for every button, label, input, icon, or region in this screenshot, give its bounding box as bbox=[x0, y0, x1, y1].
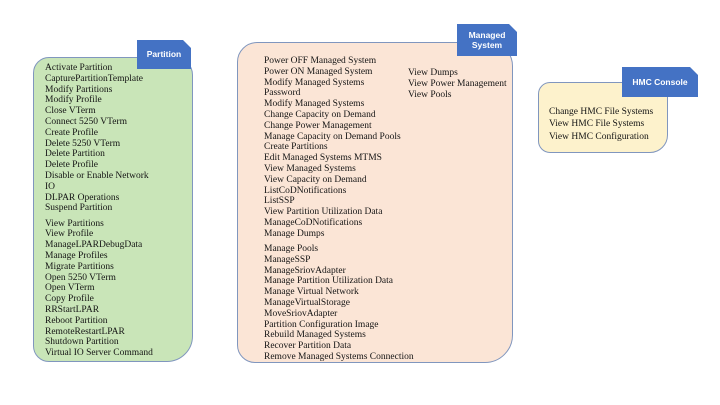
command-item: Connect 5250 VTerm bbox=[45, 116, 128, 127]
command-item: View Dumps bbox=[408, 68, 458, 78]
command-item: Modify Managed Systems bbox=[264, 99, 365, 110]
command-item: ManageSSP bbox=[264, 254, 311, 265]
command-item: RRStartLPAR bbox=[45, 305, 100, 316]
hmc-console-tab: HMC Console bbox=[622, 67, 698, 97]
command-item: View Power Management bbox=[408, 78, 507, 89]
command-item: View HMC File Systems bbox=[549, 119, 645, 130]
command-item: View Profile bbox=[45, 229, 94, 240]
command-item: ManageLPARDebugData bbox=[45, 240, 143, 251]
partition-tab-label: Partition bbox=[146, 49, 182, 60]
command-item: View Managed Systems bbox=[264, 163, 356, 174]
command-item: Power OFF Managed System bbox=[264, 56, 377, 66]
command-item: Open VTerm bbox=[45, 283, 95, 294]
command-item: Edit Managed Systems MTMS bbox=[264, 153, 382, 164]
command-item: ListSSP bbox=[264, 196, 295, 207]
managed-system-tab: Managed System bbox=[457, 24, 517, 56]
command-item: Reboot Partition bbox=[45, 315, 108, 326]
command-item: Activate Partition bbox=[45, 63, 113, 73]
command-item: Manage Virtual Network bbox=[264, 287, 359, 298]
command-item: IO bbox=[45, 181, 56, 192]
command-item: RemoteRestartLPAR bbox=[45, 326, 125, 337]
command-item: Delete Profile bbox=[45, 160, 99, 171]
command-item: Change Capacity on Demand bbox=[264, 109, 376, 120]
command-item: Migrate Partitions bbox=[45, 261, 114, 272]
command-item: ManageVirtualStorage bbox=[264, 298, 350, 309]
command-item: Manage Profiles bbox=[45, 251, 108, 262]
command-item: View HMC Configuration bbox=[549, 131, 649, 142]
command-item: Virtual IO Server Command bbox=[45, 348, 153, 359]
command-item: CapturePartitionTemplate bbox=[45, 73, 144, 84]
hmc-console-tab-label: HMC Console bbox=[632, 76, 688, 87]
command-item: Recover Partition Data bbox=[264, 341, 352, 352]
command-item: Close VTerm bbox=[45, 106, 96, 117]
command-item: Modify Profile bbox=[45, 95, 102, 106]
command-item: Modify Managed Systems bbox=[264, 77, 365, 88]
command-item: Password bbox=[264, 88, 301, 99]
command-item: DLPAR Operations bbox=[45, 192, 120, 203]
command-item: ManageCoDNotifications bbox=[264, 217, 363, 228]
command-item: View Partition Utilization Data bbox=[264, 207, 383, 218]
command-item: Delete 5250 VTerm bbox=[45, 138, 121, 149]
command-item: Delete Partition bbox=[45, 149, 105, 160]
command-item: Partition Configuration Image bbox=[264, 319, 379, 330]
command-item: ManageSriovAdapter bbox=[264, 265, 346, 276]
command-item: ListCoDNotifications bbox=[264, 185, 347, 196]
command-item: Change HMC File Systems bbox=[549, 107, 654, 117]
command-item: Suspend Partition bbox=[45, 203, 113, 214]
command-item: Power ON Managed System bbox=[264, 66, 373, 77]
managed-system-tab-label: Managed System bbox=[468, 29, 506, 50]
command-item: View Capacity on Demand bbox=[264, 174, 367, 185]
command-item: Remove Managed Systems Connection bbox=[264, 352, 414, 363]
command-item: Manage Dumps bbox=[264, 228, 325, 239]
command-item: Manage Capacity on Demand Pools bbox=[264, 131, 401, 142]
command-item: Disable or Enable Network bbox=[45, 170, 149, 181]
command-item: Manage Partition Utilization Data bbox=[264, 276, 394, 287]
command-item: Create Partitions bbox=[264, 142, 328, 153]
command-item: Change Power Management bbox=[264, 120, 372, 131]
command-item: Rebuild Managed Systems bbox=[264, 330, 366, 341]
command-item: Shutdown Partition bbox=[45, 337, 119, 348]
command-item: Open 5250 VTerm bbox=[45, 272, 116, 283]
command-item: MoveSriovAdapter bbox=[264, 308, 338, 319]
command-item: View Pools bbox=[408, 89, 452, 100]
command-item: View Partitions bbox=[45, 218, 104, 229]
command-item: Copy Profile bbox=[45, 294, 94, 305]
command-item: Manage Pools bbox=[264, 244, 319, 255]
command-item: Modify Partitions bbox=[45, 84, 113, 95]
partition-tab: Partition bbox=[137, 40, 191, 69]
command-item: Create Profile bbox=[45, 127, 99, 138]
